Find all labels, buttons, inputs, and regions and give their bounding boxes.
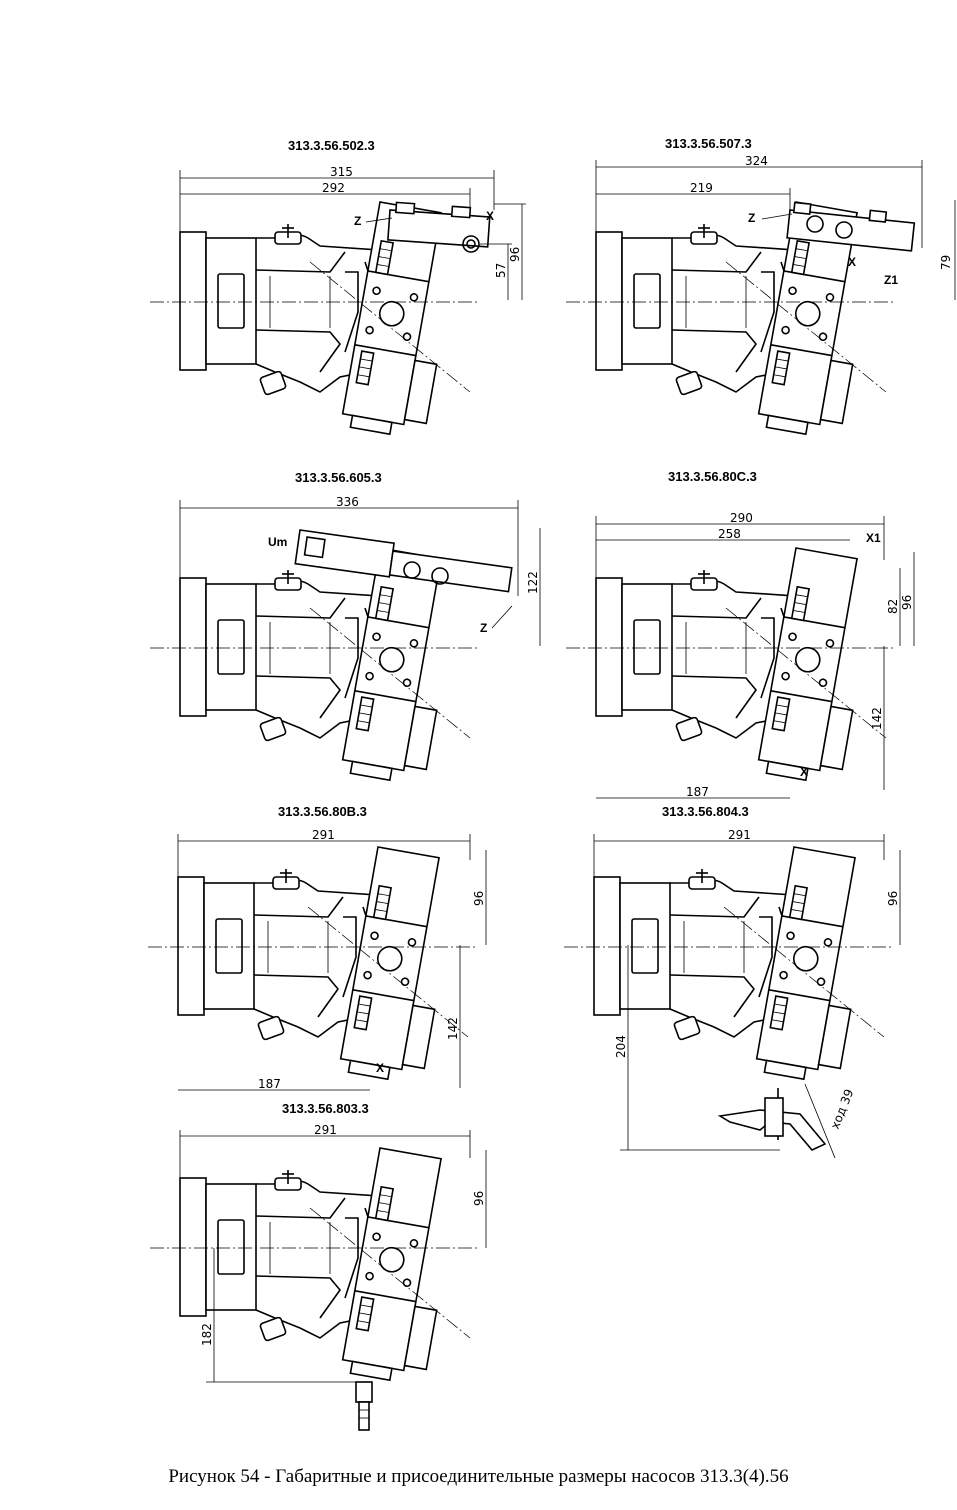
dim-label: 57 xyxy=(494,263,508,278)
dim-label: 122 xyxy=(526,571,540,594)
drawing-title: 313.3.56.507.3 xyxy=(665,136,752,151)
dim-label: 336 xyxy=(336,495,359,509)
dim-label: 187 xyxy=(258,1077,281,1091)
dim-label: 79 xyxy=(939,255,953,270)
drawing-title: 313.3.56.605.3 xyxy=(295,470,382,485)
dim-label: 315 xyxy=(330,165,353,179)
dim-label: 182 xyxy=(200,1323,214,1346)
dim-label: 96 xyxy=(472,891,486,906)
drawing-title: 313.3.56.804.3 xyxy=(662,804,749,819)
dim-label: 292 xyxy=(322,181,345,195)
dim-label: 291 xyxy=(312,828,335,842)
drawing-80b: 313.3.56.80B.3 291 96 142 187 X xyxy=(147,804,487,1091)
port-label: Um xyxy=(268,535,287,549)
dim-label: 324 xyxy=(745,154,768,168)
drawing-title: 313.3.56.803.3 xyxy=(282,1101,369,1116)
dim-label: 204 xyxy=(614,1035,628,1058)
drawing-title: 313.3.56.80C.3 xyxy=(668,469,757,484)
drawing-605: 313.3.56.605.3 336 122 Um Z xyxy=(149,470,541,787)
dim-label: 142 xyxy=(446,1017,460,1040)
dim-label: 96 xyxy=(508,247,522,262)
drawing-title: 313.3.56.502.3 xyxy=(288,138,375,153)
dim-label: 82 xyxy=(886,599,900,614)
dim-label: 96 xyxy=(886,891,900,906)
port-label: Z xyxy=(480,621,487,635)
dim-label: ход 39 xyxy=(828,1087,857,1131)
port-label: X xyxy=(376,1061,384,1075)
dim-label: 291 xyxy=(728,828,751,842)
drawing-804: 313.3.56.804.3 291 96 204 ход 39 xyxy=(563,804,901,1159)
drawing-507: 313.3.56.507.3 324 219 79 Z X Z1 xyxy=(565,136,956,441)
drawing-502: 313.3.56.502.3 315 292 57 96 Z X xyxy=(149,138,526,441)
figure-caption: Рисунок 54 - Габаритные и присоединитель… xyxy=(168,1466,789,1487)
dim-label: 187 xyxy=(686,785,709,799)
port-label: X xyxy=(800,765,808,779)
port-label: Z1 xyxy=(884,273,898,287)
drawing-title: 313.3.56.80B.3 xyxy=(278,804,367,819)
port-label: X xyxy=(486,209,494,223)
dim-label: 258 xyxy=(718,527,741,541)
drawing-80c: 313.3.56.80C.3 290 258 82 96 142 187 X1 … xyxy=(565,469,915,799)
port-label: X1 xyxy=(866,531,881,545)
dim-label: 219 xyxy=(690,181,713,195)
port-label: Z xyxy=(748,211,755,225)
dim-label: 290 xyxy=(730,511,753,525)
port-label: Z xyxy=(354,214,361,228)
dim-label: 96 xyxy=(472,1191,486,1206)
dim-label: 142 xyxy=(870,707,884,730)
port-label: X xyxy=(848,255,856,269)
dim-label: 291 xyxy=(314,1123,337,1137)
drawing-803: 313.3.56.803.3 291 96 182 xyxy=(149,1101,487,1431)
dim-label: 96 xyxy=(900,595,914,610)
